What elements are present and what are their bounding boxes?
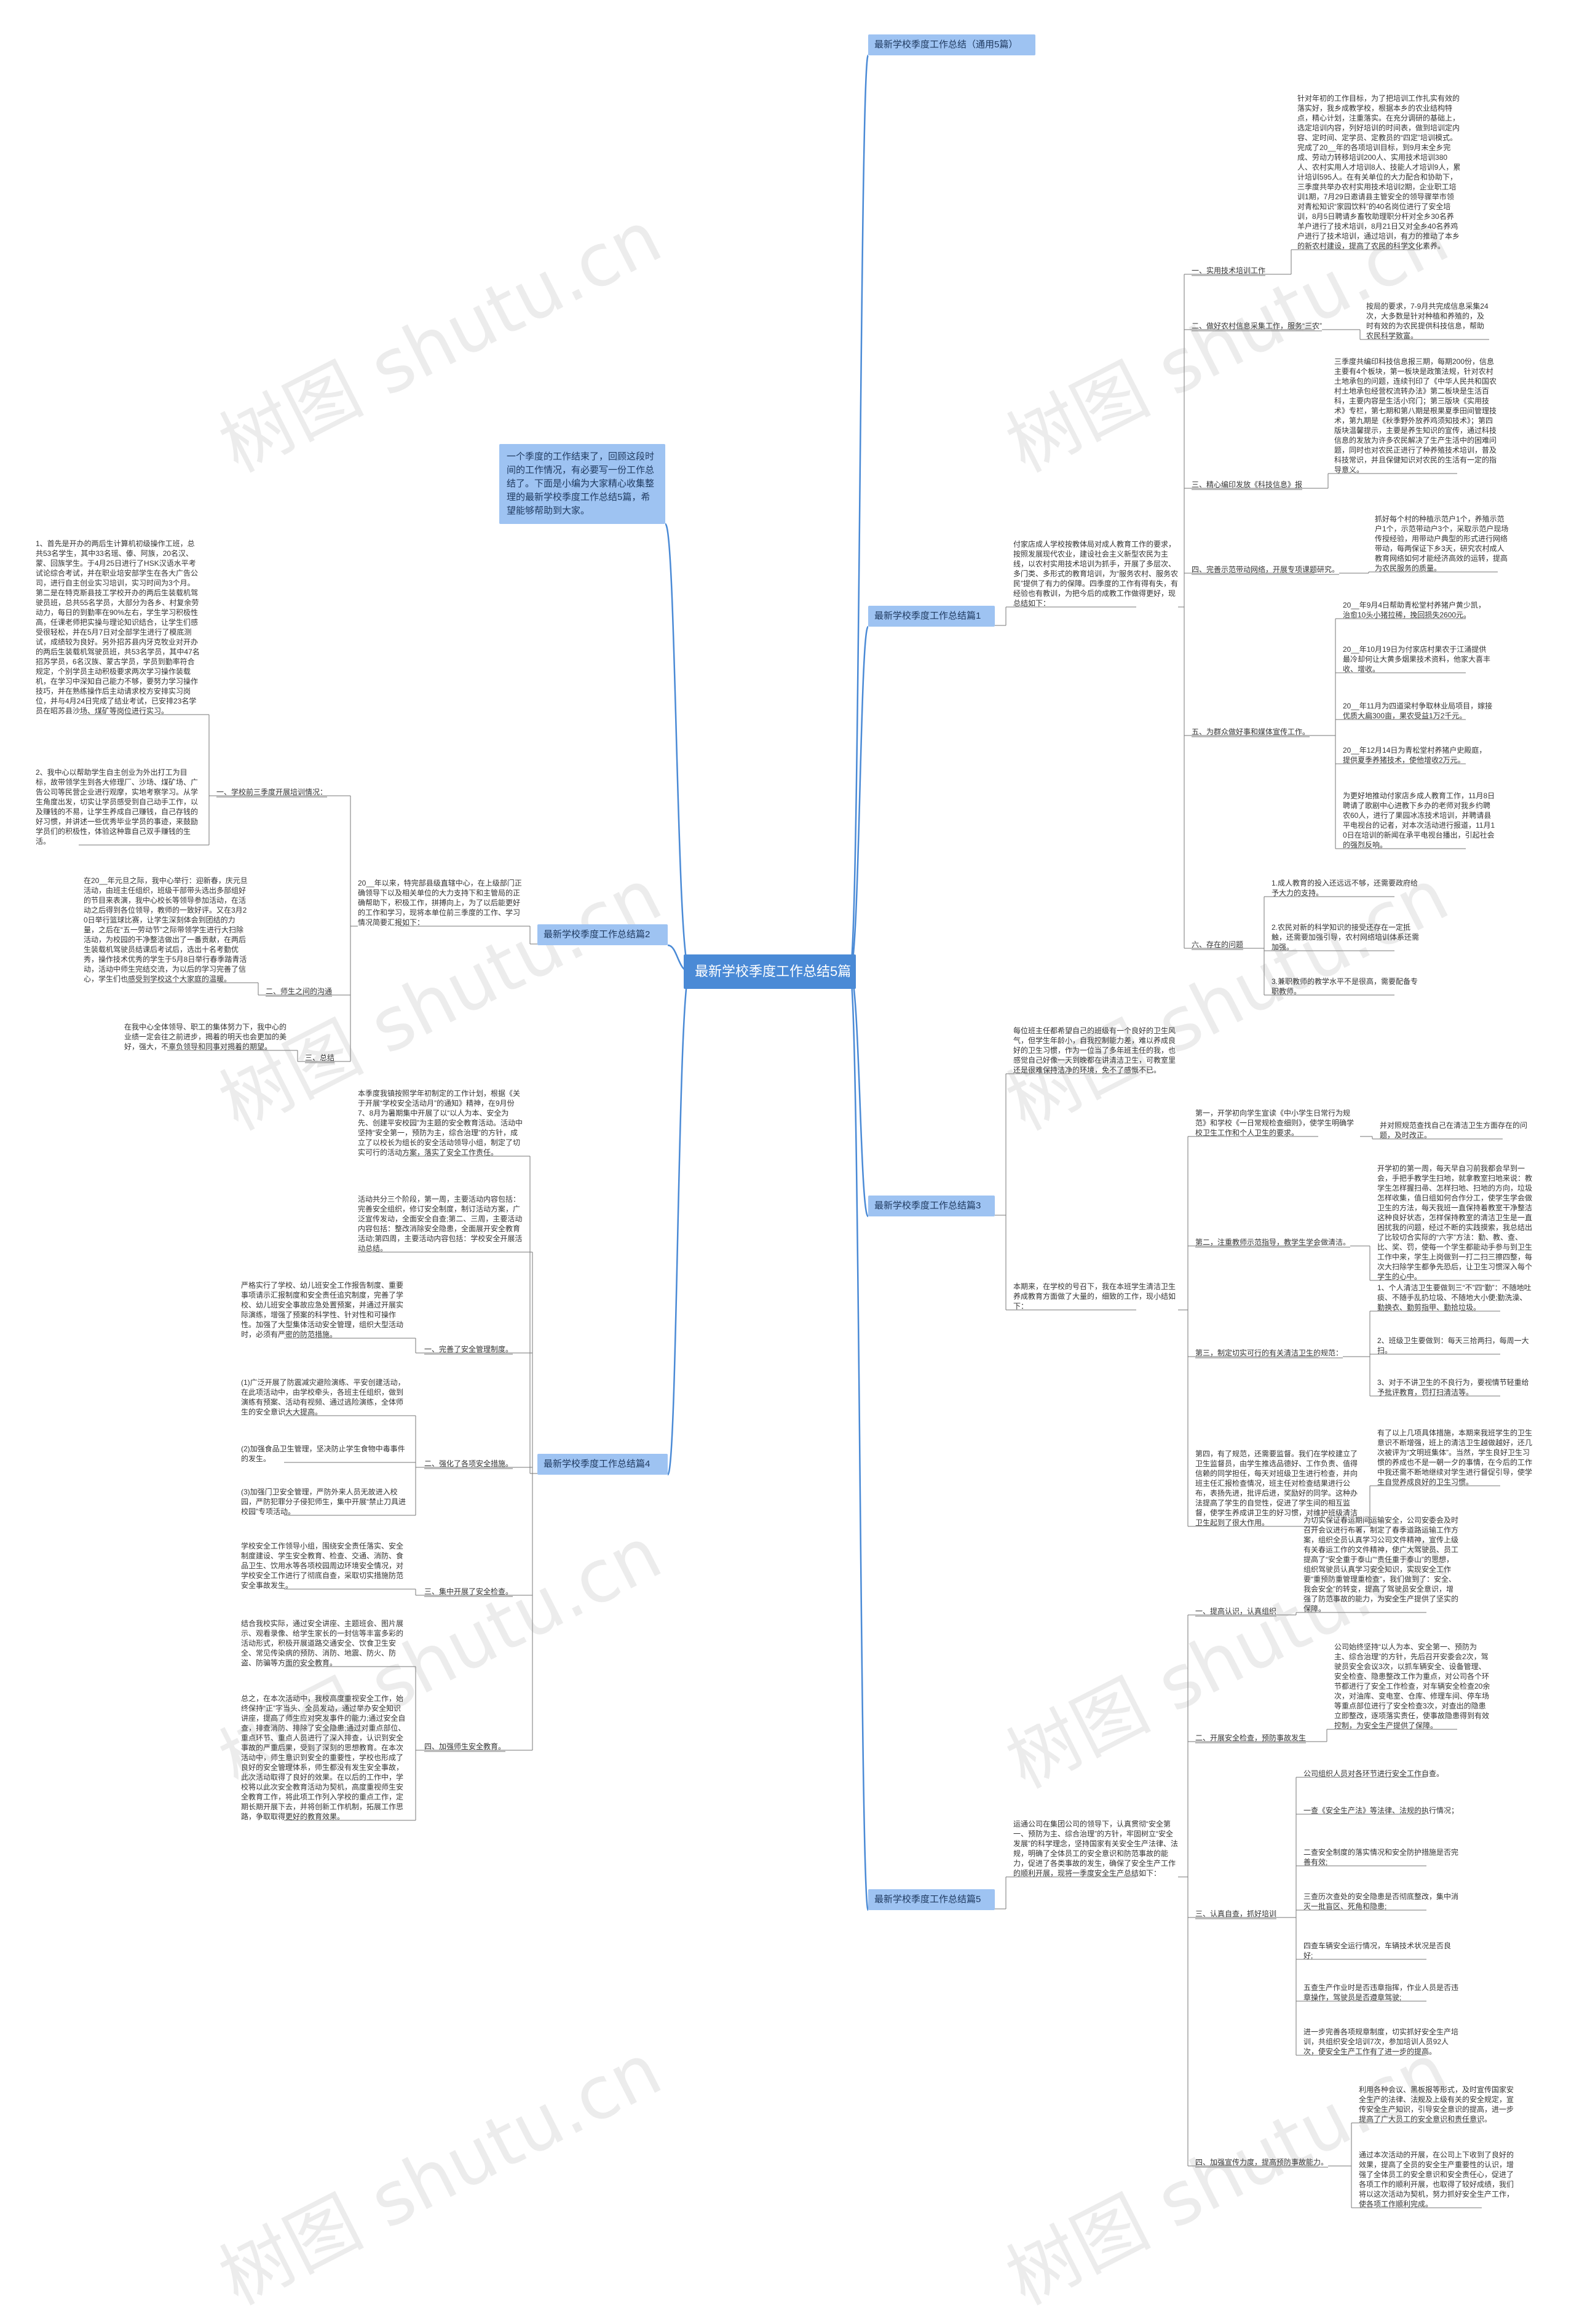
- part1-section-6-item: 1.成人教育的投入还远远不够，还需要政府给予大力的支持。: [1271, 879, 1418, 897]
- part5-section-4-item: 利用各种会议、黑板报等形式，及时宣传国家安全生产的法律、法规及上级有关的安全规定…: [1359, 2085, 1514, 2124]
- part5-section-4-label: 四、加强宣传力度，提高预防事故能力。: [1195, 2158, 1329, 2167]
- part1-intro: 付家店成人学校按教体局对成人教育工作的要求，按照发展现代农业，建设社会主义新型农…: [1013, 540, 1178, 608]
- part1-section-5-item: 20__年11月为四道梁村争取林业局项目，嫁接优质大扁300亩，果农受益1万2千…: [1343, 702, 1493, 720]
- part4-section-2-item: (1)广泛开展了防震减灾避险演练、平安创建活动，在此项活动中，由学校牵头，各班主…: [241, 1378, 405, 1416]
- part1-section-5-item: 20__年9月4日帮助青松堂村养猪户黄少凯，治愈10头小猪拉稀，挽回损失2600…: [1343, 601, 1486, 619]
- part1-section-4-label: 四、完善示范带动网络，开展专项课题研究。: [1192, 565, 1340, 574]
- part1-section-2-label: 二、做好农村信息采集工作，服务“三农”: [1192, 322, 1322, 330]
- part1-section-6-item: 3.兼职教师的教学水平不是很高，需要配备专职教师。: [1271, 977, 1418, 996]
- part4-section-4-text: 总之，在本次活动中，我校高度重视安全工作，始终保持“正”字当头、全员发动，通过举…: [241, 1694, 406, 1821]
- part4-section-2-label: 二、强化了各项安全措施。: [424, 1459, 513, 1468]
- part5-section-1-label: 一、提高认识，认真组织: [1195, 1607, 1277, 1616]
- part1-section-2-text: 按局的要求，7-9月共完成信息采集24次，大多数是针对种植和养殖的，及时有效的为…: [1366, 302, 1489, 340]
- branch-part-5[interactable]: 最新学校季度工作总结篇5: [868, 1889, 995, 1910]
- part5-intro: 运通公司在集团公司的领导下，认真贯彻“安全第一、预防为主、综合治理”的方针，牢固…: [1013, 1820, 1178, 1878]
- part1-section-3-label: 三、精心编印发放《科技信息》报: [1192, 480, 1303, 489]
- part3-section-2-label: 第二，注重教师示范指导，教学生学会做清洁。: [1195, 1238, 1351, 1247]
- root-connector: [666, 970, 691, 1476]
- branch-part-2[interactable]: 最新学校季度工作总结篇2: [537, 924, 668, 945]
- part3-section-3-item: 2、班级卫生要做到：每天三拾两扫，每周一大扫。: [1377, 1336, 1529, 1355]
- part3-intro: 每位班主任都希望自己的班级有一个良好的卫生风气，但学生年龄小，自我控制能力差，难…: [1013, 1026, 1176, 1074]
- mind-map-connectors: [79, 54, 1503, 2208]
- part4-section-1-label: 一、完善了安全管理制度。: [424, 1345, 513, 1354]
- part4-section-4-label: 四、加强师生安全教育。: [424, 1742, 506, 1751]
- part4-section-1-text: 严格实行了学校、幼儿班安全工作报告制度、重要事项请示汇报制度和安全责任追究制度，…: [241, 1281, 404, 1339]
- part3-section-4-label: 第四，有了规范，还需要监督。我们在学校建立了卫生监督员，由学生推选品德好、工作负…: [1195, 1450, 1358, 1527]
- part4-intro: 本季度我镇按照学年初制定的工作计划，根据《关于开展“学校安全活动月”的通知》精神…: [358, 1089, 523, 1157]
- root-connector: [848, 54, 869, 973]
- part4-section-4-text: 结合我校实际，通过安全讲座、主题班会、图片展示、观看录像、给学生家长的一封信等丰…: [241, 1619, 404, 1667]
- part5-section-1-text: 为切实保证春运期间运输安全，公司安委会及时召开会议进行布署，制定了春季道路运输工…: [1303, 1516, 1459, 1613]
- part2-intro: 20__年以来，特完部县级直辖中心，在上级部门正确领导下以及相关单位的大力支持下…: [358, 879, 522, 927]
- part5-section-3-item: 三查历次查处的安全隐患是否彻底整改，集中消灭一批盲区、死角和隐患;: [1303, 1892, 1459, 1911]
- root-connector: [848, 970, 869, 1911]
- part5-section-2-label: 二、开展安全检查，预防事故发生: [1195, 1734, 1307, 1742]
- part1-section-6-label: 六、存在的问题: [1192, 940, 1244, 949]
- part1-section-3-text: 三季度共编印科技信息报三期，每期200份，信息主要有4个板块，第一板块是政策法规…: [1334, 357, 1497, 474]
- part3-section-3-label: 第三，制定切实可行的有关清洁卫生的规范：: [1195, 1349, 1343, 1357]
- part4-section-2-item: (2)加强食品卫生管理，坚决防止学生食物中毒事件的发生。: [241, 1445, 405, 1463]
- part5-section-3-item: 公司组织人员对各环节进行安全工作自查。: [1303, 1769, 1444, 1778]
- part4-section-2-item: (3)加强门卫安全管理，严防外来人员无故进入校园，严防犯罪分子侵犯师生，集中开展…: [241, 1488, 406, 1516]
- branch-part-1[interactable]: 最新学校季度工作总结篇1: [868, 606, 995, 627]
- intro-topic[interactable]: 一个季度的工作结束了，回顾这段时间的工作情况，有必要写一份工作总结了。下面是小编…: [499, 444, 665, 524]
- part5-section-3-item: 进一步完善各项规章制度，切实抓好安全生产培训，共组织安全培训7次，参加培训人员9…: [1303, 2028, 1459, 2056]
- part4-intro-2: 活动共分三个阶段，第一周，主要活动内容包括：完善安全组织，修订安全制度，制订活动…: [358, 1195, 523, 1253]
- part1-section-4-text: 抓好每个村的种植示范户1个，养殖示范户1个，示范带动户3个，采取示范户现场传授经…: [1375, 515, 1509, 573]
- part2-section-2-label: 二、师生之间的沟通: [266, 987, 333, 996]
- part1-section-1-text: 针对年初的工作目标，为了把培训工作扎实有效的落实好，我乡成教学校，根据本乡的农业…: [1297, 94, 1461, 250]
- part3-section-2-text: 开学初的第一周，每天早自习前我都会早到一会，手把手教学生扫地，就拿教室扫地来说：…: [1377, 1164, 1533, 1281]
- part5-section-4-item: 通过本次活动的开展，在公司上下收到了良好的效果，提高了全员的安全生产重要性的认识…: [1359, 2151, 1514, 2208]
- part2-section-2-text: 在20__年元旦之际，我中心举行：迎新春，庆元旦活动，由班主任组织，班级干部带头…: [84, 876, 248, 983]
- part4-section-3-text: 学校安全工作领导小组，围绕安全责任落实、安全制度建设、学生安全教育、检查、交通、…: [241, 1542, 404, 1590]
- part1-section-6-item: 2.农民对新的科学知识的接受还存在一定抵触，还需要加强引导，农村网络培训体系还需…: [1271, 923, 1420, 951]
- part1-section-5-item: 为更好地推动付家店乡成人教育工作，11月8日聘请了歌剧中心进教下乡办的老师对我乡…: [1343, 791, 1495, 849]
- branch-part-3[interactable]: 最新学校季度工作总结篇3: [868, 1196, 995, 1216]
- part3-section-1-label: 第一，开学初向学生宣读《中小学生日常行为规范》和学校《一日常规检查细则》，使学生…: [1195, 1109, 1355, 1137]
- root-connector: [848, 625, 869, 973]
- part2-section-3-text: 在我中心全体领导、职工的集体努力下，我中心的业绩一定会往之前进步，揭着的明天也会…: [124, 1023, 287, 1051]
- root-connector: [664, 523, 691, 973]
- part1-section-5-item: 20__年10月19日为付家店村果农于江涌提供最冷却何让大黄多烟果技术资料，他家…: [1343, 645, 1491, 673]
- part1-section-1-label: 一、实用技术培训工作: [1192, 266, 1266, 275]
- part2-section-1-text: 1、首先是开办的两后生计算机初级操作工班，总共53名学生，其中33名瑶、傣、阿族…: [36, 539, 200, 715]
- part3-section-3-item: 1、个人清洁卫生要做到三“不”四“勤”：不随地吐痰、不随手乱扔垃圾、不随地大小便…: [1377, 1283, 1532, 1312]
- part5-section-2-text: 公司始终坚持“以人为本、安全第一、预防为主、综合治理”的方针，先后召开安委会2次…: [1334, 1643, 1490, 1730]
- part5-section-3-item: 四查车辆安全运行情况，车辆技术状况是否良好;: [1303, 1941, 1452, 1960]
- part1-section-5-label: 五、为群众做好事和媒体宣传工作。: [1192, 728, 1310, 736]
- branch-part-4[interactable]: 最新学校季度工作总结篇4: [537, 1454, 668, 1475]
- part3-section-1-text: 并对照规范查找自己在清洁卫生方面存在的问题，及时改正。: [1380, 1121, 1528, 1140]
- root-topic[interactable]: 最新学校季度工作总结5篇: [684, 954, 856, 989]
- part3-intro-2: 本期来，在学校的号召下，我在本班学生清洁卫生养成教育方面做了大量的，细致的工作，…: [1013, 1282, 1176, 1311]
- part3-section-4-text: 有了以上几项具体措施，本期来我班学生的卫生意识不断增强，班上的清洁卫生越做越好，…: [1377, 1429, 1533, 1486]
- part2-section-1-text: 2、我中心以帮助学生自主创业为外出打工为目标，故带领学生到各大修理厂、沙场、煤矿…: [36, 768, 199, 846]
- branch-overview[interactable]: 最新学校季度工作总结（通用5篇）: [868, 34, 1035, 55]
- part1-section-5-item: 20__年12月14日为青松堂村养猪户史殿庭，提供夏季养猪技术，使他增收2万元。: [1343, 746, 1487, 764]
- part4-section-3-label: 三、集中开展了安全检查。: [424, 1587, 513, 1596]
- part5-section-3-item: 一查《安全生产法》等法律、法规的执行情况；: [1303, 1806, 1459, 1815]
- part5-section-3-item: 二查安全制度的落实情况和安全防护措施是否完善有效;: [1303, 1848, 1459, 1866]
- part5-section-3-label: 三、认真自查，抓好培训: [1195, 1910, 1277, 1918]
- part5-section-3-item: 五查生产作业时是否违章指挥，作业人员是否违章操作，驾驶员是否遵章驾驶;: [1303, 1983, 1459, 2002]
- part2-section-3-label: 三、总结: [305, 1053, 335, 1062]
- part3-section-3-item: 3、对于不讲卫生的不良行为，要视情节轻重给予批评教育，罚打扫清洁等。: [1377, 1378, 1529, 1397]
- part2-section-1-label: 一、学校前三季度开展培训情况：: [216, 788, 328, 796]
